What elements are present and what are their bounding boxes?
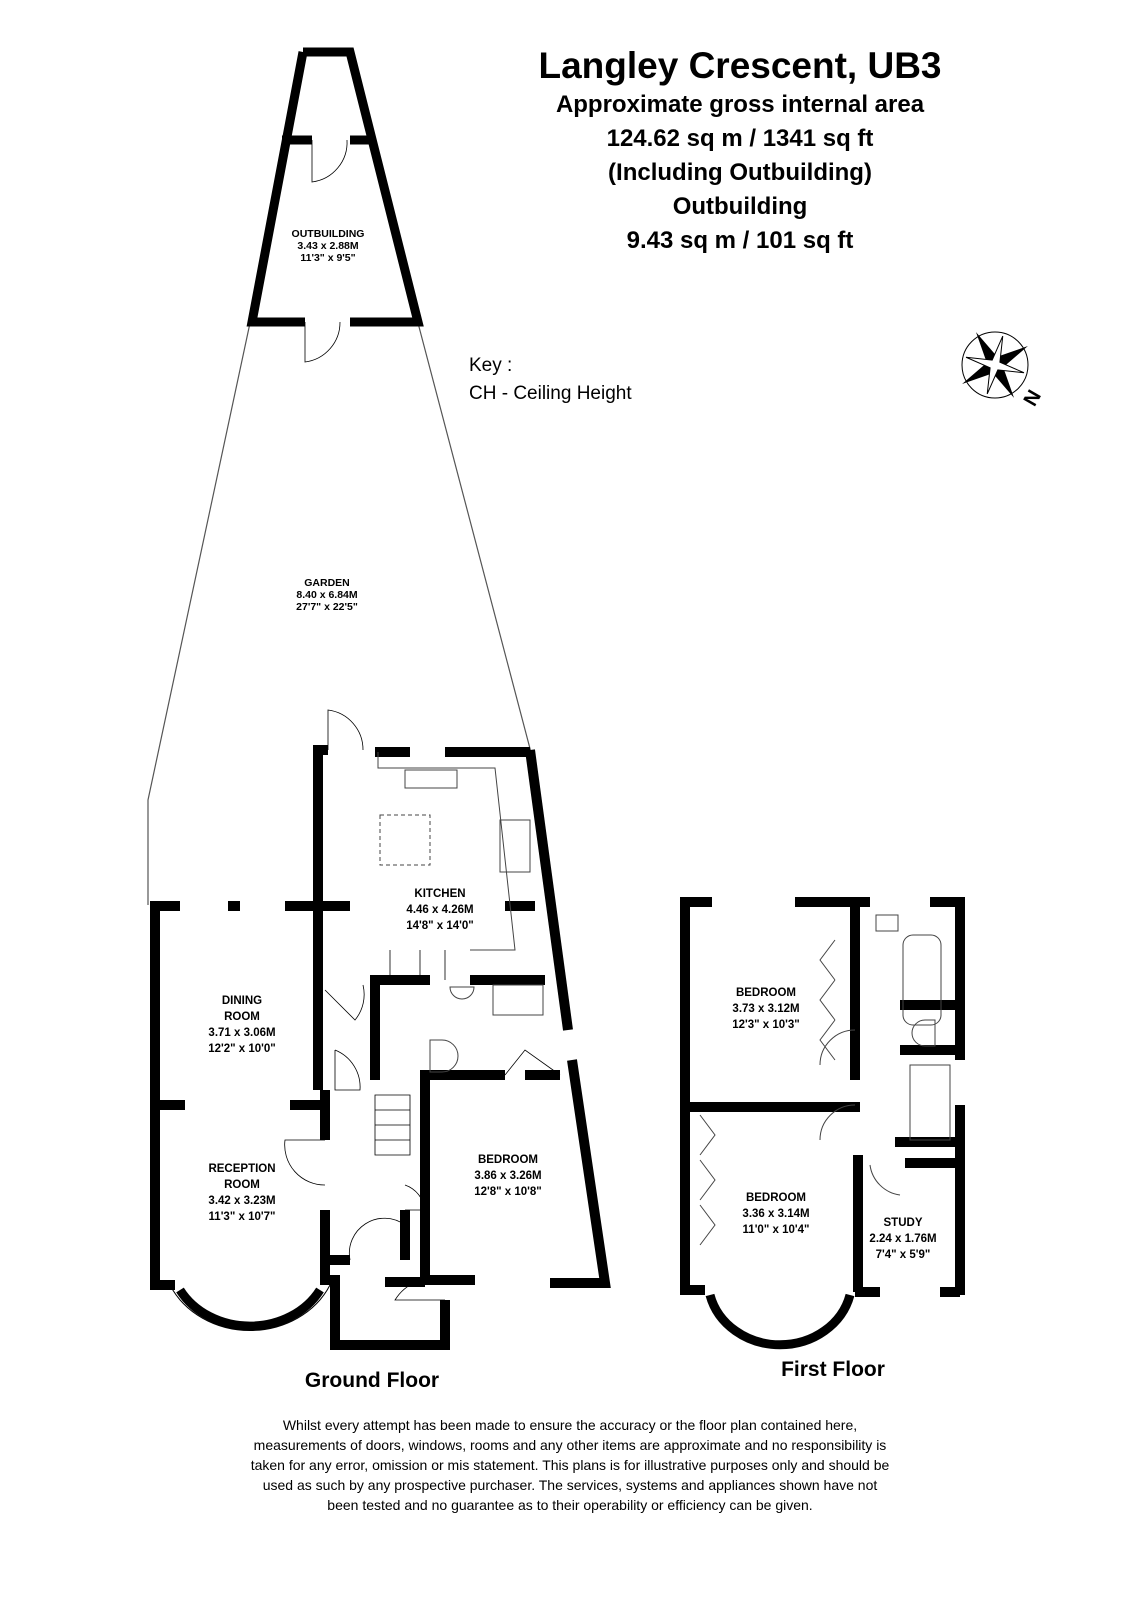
key-item: CH - Ceiling Height	[469, 383, 632, 404]
room-metric: 3.71 x 3.06M	[208, 1027, 276, 1039]
room-name: BEDROOM	[745, 1192, 807, 1204]
plan-header: Langley Crescent, UB3 Approximate gross …	[480, 44, 1000, 258]
address-title: Langley Crescent, UB3	[538, 45, 942, 86]
first-floor-walls	[680, 897, 965, 1297]
room-label-reception: RECEPTION ROOM 3.42 x 3.23M 11'3" x 10'7…	[208, 1161, 275, 1225]
room-imperial: 11'0" x 10'4"	[742, 1224, 810, 1236]
room-name: ROOM	[224, 1011, 260, 1023]
room-label-first-bedroom-2: BEDROOM 3.36 x 3.14M 11'0" x 10'4"	[742, 1190, 809, 1238]
ground-floor-walls	[150, 745, 611, 1350]
room-label-first-bedroom-1: BEDROOM 3.73 x 3.12M 12'3" x 10'3"	[732, 985, 800, 1033]
first-floor-bay-window	[705, 1293, 855, 1350]
room-imperial: 14'8" x 14'0"	[406, 920, 474, 932]
room-name: BEDROOM	[735, 987, 797, 999]
total-area: 124.62 sq m / 1341 sq ft	[606, 125, 874, 152]
room-imperial: 11'3" x 9'5"	[300, 252, 356, 264]
room-label-garden: GARDEN 8.40 x 6.84M 27'7" x 22'5"	[296, 577, 358, 613]
room-name: OUTBUILDING	[291, 228, 365, 240]
room-name: GARDEN	[304, 577, 350, 589]
room-name: ROOM	[224, 1179, 260, 1191]
including-note: (Including Outbuilding)	[608, 159, 872, 186]
compass-rose-icon	[961, 331, 1029, 399]
room-imperial: 12'3" x 10'3"	[732, 1019, 800, 1031]
room-imperial: 12'2" x 10'0"	[208, 1043, 276, 1055]
area-label: Approximate gross internal area	[555, 91, 925, 118]
room-label-kitchen: KITCHEN 4.46 x 4.26M 14'8" x 14'0"	[406, 886, 474, 934]
garden-boundary	[147, 322, 534, 905]
room-label-outbuilding: OUTBUILDING 3.43 x 2.88M 11'3" x 9'5"	[292, 228, 365, 264]
key-title: Key :	[469, 355, 513, 376]
disclaimer: Whilst every attempt has been made to en…	[250, 1417, 890, 1513]
outbuilding-label: Outbuilding	[672, 193, 808, 220]
kitchen-fittings	[377, 752, 544, 1073]
room-label-study: STUDY 2.24 x 1.76M 7'4" x 5'9"	[869, 1215, 936, 1263]
interior-doors	[284, 709, 561, 1301]
room-metric: 4.46 x 4.26M	[406, 904, 474, 916]
room-name: STUDY	[883, 1217, 923, 1229]
room-imperial: 12'8" x 10'8"	[474, 1186, 542, 1198]
key-legend: Key : CH - Ceiling Height	[469, 352, 632, 408]
room-metric: 3.43 x 2.88M	[297, 240, 359, 252]
room-name: DINING	[221, 995, 263, 1007]
first-floor-label: First Floor	[781, 1358, 885, 1381]
room-metric: 3.36 x 3.14M	[742, 1208, 810, 1220]
room-label-dining: DINING ROOM 3.71 x 3.06M 12'2" x 10'0"	[208, 993, 276, 1057]
ground-floor-label: Ground Floor	[304, 1369, 440, 1392]
outbuilding-door	[304, 321, 341, 363]
room-label-ground-bedroom: BEDROOM 3.86 x 3.26M 12'8" x 10'8"	[474, 1152, 542, 1200]
room-name: KITCHEN	[414, 888, 466, 900]
bay-window-outer	[169, 1284, 331, 1332]
reception-bay-window	[176, 1287, 324, 1331]
room-metric: 3.42 x 3.23M	[208, 1195, 276, 1207]
room-imperial: 27'7" x 22'5"	[296, 601, 358, 613]
room-metric: 2.24 x 1.76M	[869, 1233, 937, 1245]
compass-north-label: N	[1020, 386, 1046, 410]
room-metric: 3.73 x 3.12M	[732, 1003, 800, 1015]
outbuilding-walls	[246, 47, 424, 327]
room-imperial: 11'3" x 10'7"	[208, 1211, 276, 1223]
room-metric: 3.86 x 3.26M	[474, 1170, 542, 1182]
outbuilding-area: 9.43 sq m / 101 sq ft	[626, 227, 854, 254]
room-imperial: 7'4" x 5'9"	[875, 1249, 931, 1261]
room-name: BEDROOM	[477, 1154, 539, 1166]
first-floor-fittings	[699, 914, 951, 1246]
room-name: RECEPTION	[208, 1163, 276, 1175]
room-metric: 8.40 x 6.84M	[296, 589, 358, 601]
outbuilding-inner-door	[311, 139, 348, 183]
